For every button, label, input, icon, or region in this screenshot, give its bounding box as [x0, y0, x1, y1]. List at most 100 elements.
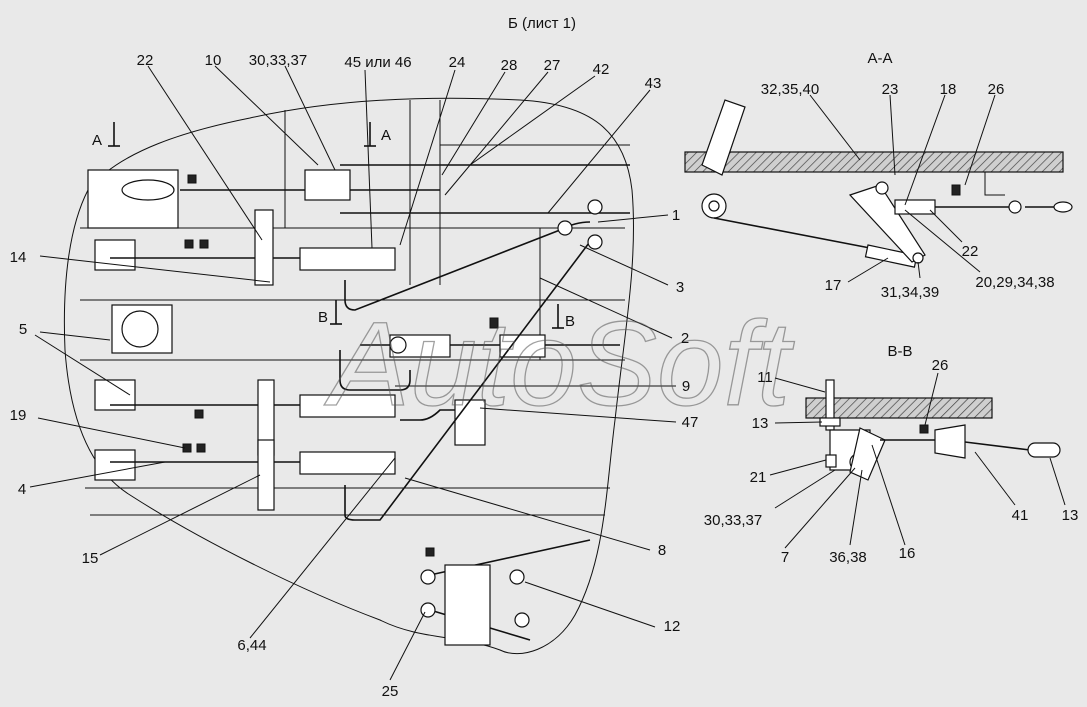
- fastener: [919, 424, 929, 434]
- bracket: [87, 169, 179, 229]
- callout-12: 12: [664, 618, 681, 635]
- cylinder: [304, 169, 351, 201]
- bracket: [984, 172, 1005, 196]
- joint: [587, 199, 603, 215]
- bracket: [94, 239, 136, 271]
- bracket: [94, 449, 136, 481]
- callout-2: 2: [681, 330, 689, 347]
- callout-42: 42: [593, 61, 610, 78]
- callout-aa-17: 17: [825, 277, 842, 294]
- joint: [514, 612, 530, 628]
- callout-bb-16: 16: [899, 545, 916, 562]
- callout-bb-30-33-37: 30,33,37: [704, 512, 762, 529]
- pulley-hub: [708, 200, 720, 212]
- callout-24: 24: [449, 54, 466, 71]
- fastener: [199, 239, 209, 249]
- mount-circle: [121, 310, 159, 348]
- callout-aa-20-29-34-38: 20,29,34,38: [975, 274, 1054, 291]
- cylinder: [299, 247, 396, 271]
- nut: [819, 417, 841, 427]
- callout-8: 8: [658, 542, 666, 559]
- bracket: [444, 564, 491, 646]
- clevis-eye: [1027, 442, 1061, 458]
- callout-6-44: 6,44: [237, 637, 266, 654]
- clevis-eye: [1053, 201, 1073, 213]
- lever: [849, 427, 886, 481]
- cut-label-b-right: В: [565, 313, 575, 330]
- callout-bb-21: 21: [750, 469, 767, 486]
- fastener: [187, 174, 197, 184]
- callout-45-46: 45 или 46: [344, 54, 411, 71]
- cut-label-a-right: А: [381, 127, 391, 144]
- cut-label-b-left: В: [318, 309, 328, 326]
- pipe: [339, 350, 411, 391]
- labels: Б (лист 1) А-А В-В А А В В 22 10 30,33,3…: [10, 15, 1079, 700]
- callout-25: 25: [382, 683, 399, 700]
- fastener: [951, 184, 961, 196]
- callout-aa-23: 23: [882, 81, 899, 98]
- lever: [701, 99, 746, 176]
- pivot: [875, 181, 889, 195]
- pipe: [344, 221, 591, 311]
- cylinder: [499, 334, 546, 358]
- callout-bb-36-38: 36,38: [829, 549, 867, 566]
- callout-bb-13-top: 13: [752, 415, 769, 432]
- callout-15: 15: [82, 550, 99, 567]
- section-aa-title: А-А: [867, 50, 892, 67]
- callout-22: 22: [137, 52, 154, 69]
- joint: [1008, 200, 1022, 214]
- callout-4: 4: [18, 481, 26, 498]
- callout-5: 5: [19, 321, 27, 338]
- callout-27: 27: [544, 57, 561, 74]
- cut-label-a-left: А: [92, 132, 102, 149]
- cable: [964, 441, 1031, 451]
- joint: [587, 234, 603, 250]
- callout-aa-18: 18: [940, 81, 957, 98]
- nut: [825, 454, 837, 468]
- clevis-eye: [121, 179, 175, 201]
- section-bb-title: В-В: [887, 343, 912, 360]
- plate: [254, 209, 274, 286]
- fastener: [489, 317, 499, 329]
- callout-19: 19: [10, 407, 27, 424]
- callout-43: 43: [645, 75, 662, 92]
- fastener: [184, 239, 194, 249]
- callout-10: 10: [205, 52, 222, 69]
- callout-9: 9: [682, 378, 690, 395]
- callout-3: 3: [676, 279, 684, 296]
- main-view-title: Б (лист 1): [508, 15, 576, 32]
- floor-section: [805, 397, 993, 419]
- fastener: [196, 443, 206, 453]
- pipe: [400, 409, 455, 421]
- callout-bb-11: 11: [757, 369, 773, 386]
- callout-30-33-37: 30,33,37: [249, 52, 307, 69]
- leader-lines-bb: [769, 372, 1066, 549]
- bellcrank: [848, 184, 926, 263]
- watermark: AutoSoft: [324, 297, 795, 431]
- cylinder: [299, 394, 396, 418]
- fork: [894, 199, 936, 215]
- pivot: [912, 252, 924, 264]
- main-view: AutoSoft: [29, 65, 796, 681]
- callout-bb-13-bottom: 13: [1062, 507, 1079, 524]
- callout-28: 28: [501, 57, 518, 74]
- joint: [557, 220, 573, 236]
- pipe: [344, 234, 596, 521]
- section-bb-view: [769, 372, 1066, 549]
- fastener: [425, 547, 435, 557]
- callout-14: 14: [10, 249, 27, 266]
- callout-bb-26: 26: [932, 357, 949, 374]
- callout-bb-41: 41: [1012, 507, 1029, 524]
- joint: [509, 569, 525, 585]
- leader-lines-aa: [809, 94, 996, 283]
- callout-bb-7: 7: [781, 549, 789, 566]
- leader-lines: [29, 65, 677, 681]
- fastener: [194, 409, 204, 419]
- floor-section: [684, 151, 1064, 173]
- valve-block: [454, 399, 486, 446]
- callout-47: 47: [682, 414, 699, 431]
- callout-aa-32-35-40: 32,35,40: [761, 81, 819, 98]
- callout-aa-31-34-39: 31,34,39: [881, 284, 939, 301]
